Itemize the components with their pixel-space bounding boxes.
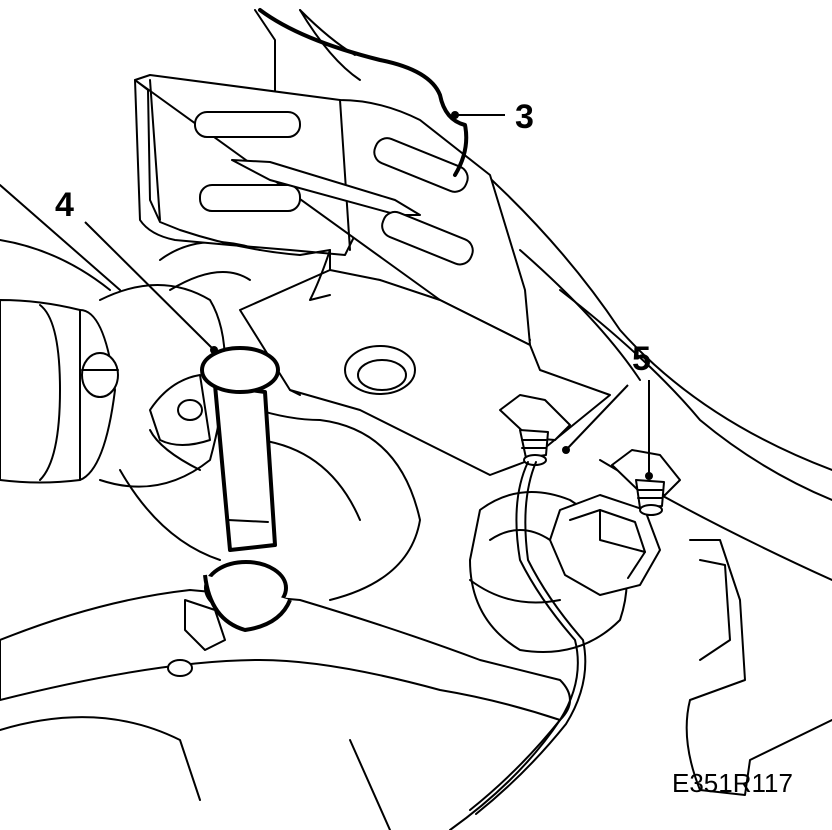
bracket-bolt-left [499,394,571,466]
callout-5: 5 [562,340,653,480]
callout-3: 3 [451,98,534,136]
chassis-background [0,9,832,830]
callout-4: 4 [55,186,218,354]
callout-4-label: 4 [55,186,74,224]
lower-control-arm [0,589,571,721]
sensor-cable [469,461,587,815]
bracket-bolt-right [611,449,681,516]
figure-reference: E351R117 [672,768,793,798]
callout-5-label: 5 [632,340,651,378]
stabilizer-drop-link [149,346,292,651]
callout-3-label: 3 [515,98,534,136]
hex-nut [549,494,661,596]
